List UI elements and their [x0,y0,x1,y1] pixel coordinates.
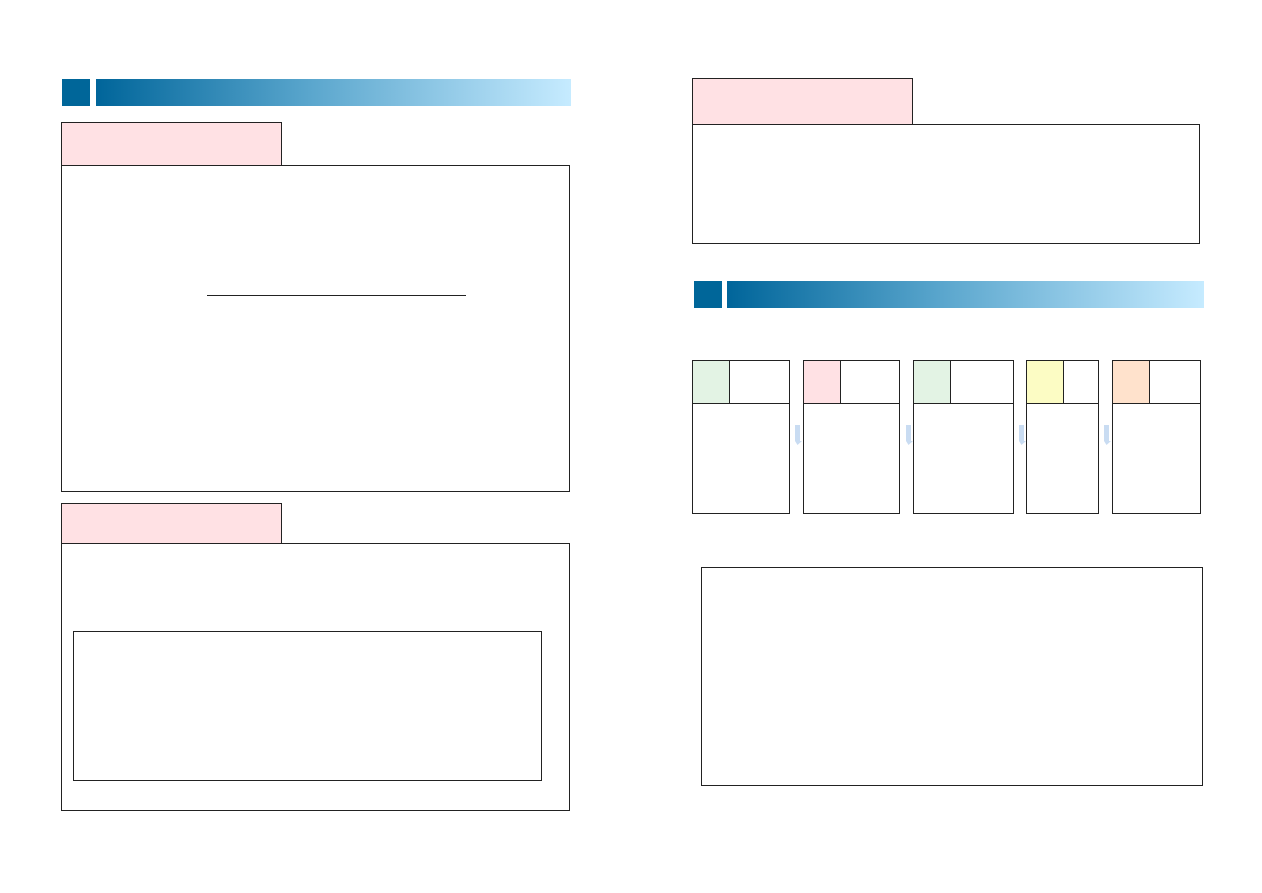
step-5-header [1112,360,1201,405]
step-4-body [1026,404,1099,514]
arrow-right-icon [1019,425,1026,445]
section-marker-right [694,281,722,308]
section-marker-left [62,79,90,106]
step-3-chip [913,360,951,405]
step-3-header [913,360,1014,405]
arrow-right-icon [1104,425,1111,445]
step-5-body [1112,404,1201,514]
panel-one-box [61,165,570,492]
step-1-body [692,404,790,514]
panel-two-tab [61,503,282,544]
panel-three-box [692,124,1200,244]
section-heading-bar-right [727,281,1204,308]
notes-box [701,567,1203,786]
arrow-right-icon [906,425,913,445]
step-2-header [803,360,900,405]
step-1-header [692,360,790,405]
step-2-body [803,404,900,514]
step-5-chip [1112,360,1150,405]
step-2-chip [803,360,841,405]
step-4-header [1026,360,1099,405]
panel-three-tab [692,78,913,125]
panel-one-tab [61,122,282,166]
panel-one-underline [207,295,466,296]
step-1-chip [692,360,730,405]
section-heading-bar-left [96,79,571,106]
arrow-right-icon [795,425,802,445]
panel-two-inner-box [73,631,542,781]
step-4-chip [1026,360,1064,405]
step-3-body [913,404,1014,514]
